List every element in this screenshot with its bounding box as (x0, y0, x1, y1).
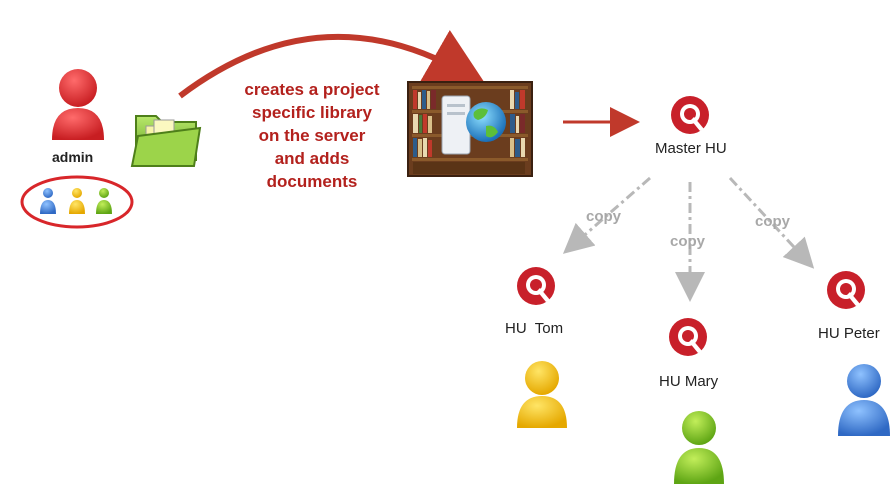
curved-arrow (178, 30, 487, 99)
qlik-logo-icon (669, 318, 707, 356)
user-peter-icon (838, 364, 890, 436)
copy-label: copy (586, 208, 622, 225)
hu-peter-label: HU Peter (818, 325, 880, 342)
library-server-icon (407, 81, 533, 177)
caption-line: specific library (251, 103, 372, 122)
user-tom-icon (517, 361, 567, 428)
caption-line: on the server (258, 126, 366, 145)
master-hu-label: Master HU (655, 140, 727, 157)
copy-arrow (728, 176, 815, 269)
admin-label: admin (52, 149, 94, 165)
folder-icon (130, 115, 202, 167)
qlik-logo-icon (671, 96, 709, 134)
user-mary-icon (674, 411, 724, 484)
caption-line: creates a project (244, 80, 380, 99)
qlik-logo-icon (827, 271, 865, 309)
admin-user-icon (52, 69, 104, 140)
caption-line: and adds (274, 149, 350, 168)
caption-line: documents (266, 172, 358, 191)
process-caption: creates a project specific library on th… (222, 78, 402, 193)
copy-label: copy (670, 233, 706, 250)
hu-mary-label: HU Mary (659, 373, 719, 390)
qlik-logo-icon (517, 267, 555, 305)
user-group-icon (20, 175, 134, 229)
copy-label: copy (755, 213, 791, 230)
copy-arrow (562, 176, 651, 254)
hu-tom-label: HU Tom (505, 320, 564, 337)
